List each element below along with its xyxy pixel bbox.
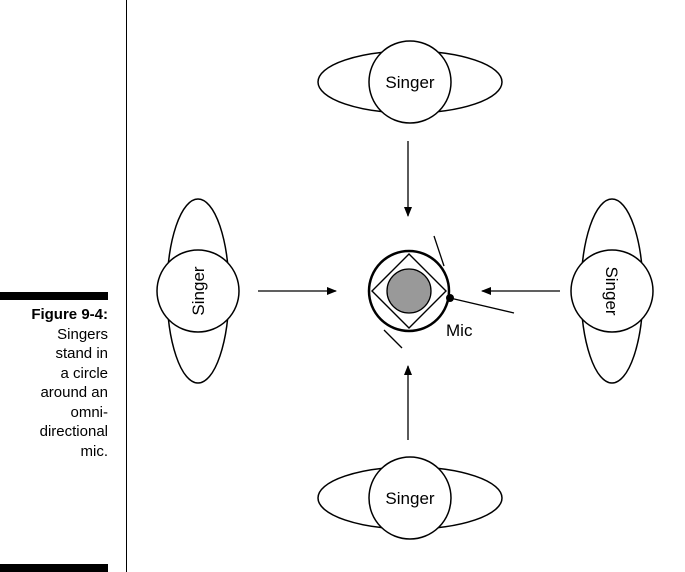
figure-caption-line: a circle	[60, 364, 108, 382]
figure-label: Figure 9-4:	[31, 306, 108, 323]
singer-bottom-label: Singer	[385, 489, 434, 508]
figure-caption-text: Singers stand in a circle around an omni-dir…	[0, 325, 108, 462]
singer-top-label: Singer	[385, 73, 434, 92]
singer-left-label: Singer	[189, 266, 208, 315]
singer-bottom-head	[368, 456, 452, 540]
singer-bottom: Singer	[317, 456, 503, 540]
diagram-frame	[126, 0, 685, 572]
figure-caption-line: omni-	[70, 403, 108, 421]
caption-top-rule	[0, 292, 108, 300]
singer-left: Singer	[156, 198, 240, 384]
figure-caption-line: Singers	[57, 325, 108, 343]
caption-bottom-rule	[0, 564, 108, 572]
singer-top-head	[368, 40, 452, 124]
singer-top: Singer	[317, 40, 503, 124]
singer-right: Singer	[570, 198, 654, 384]
mic-leader-upper	[433, 235, 445, 267]
figure-caption-line: around an	[40, 384, 108, 401]
mic-pointer-line	[449, 297, 515, 314]
mic-capsule	[386, 268, 432, 314]
figure-caption-line: directional	[39, 423, 108, 440]
singer-right-label: Singer	[602, 266, 621, 315]
figure-caption-line: mic.	[80, 442, 109, 460]
singer-left-head	[156, 249, 240, 333]
figure-caption-line: stand in	[55, 345, 108, 362]
mic-leader-lower	[383, 329, 403, 349]
mic: Mic	[367, 235, 515, 349]
singer-right-head	[570, 249, 654, 333]
figure-caption: Figure 9-4: Singers stand in a circle aroun…	[0, 305, 108, 461]
mic-label: Mic	[446, 321, 473, 340]
